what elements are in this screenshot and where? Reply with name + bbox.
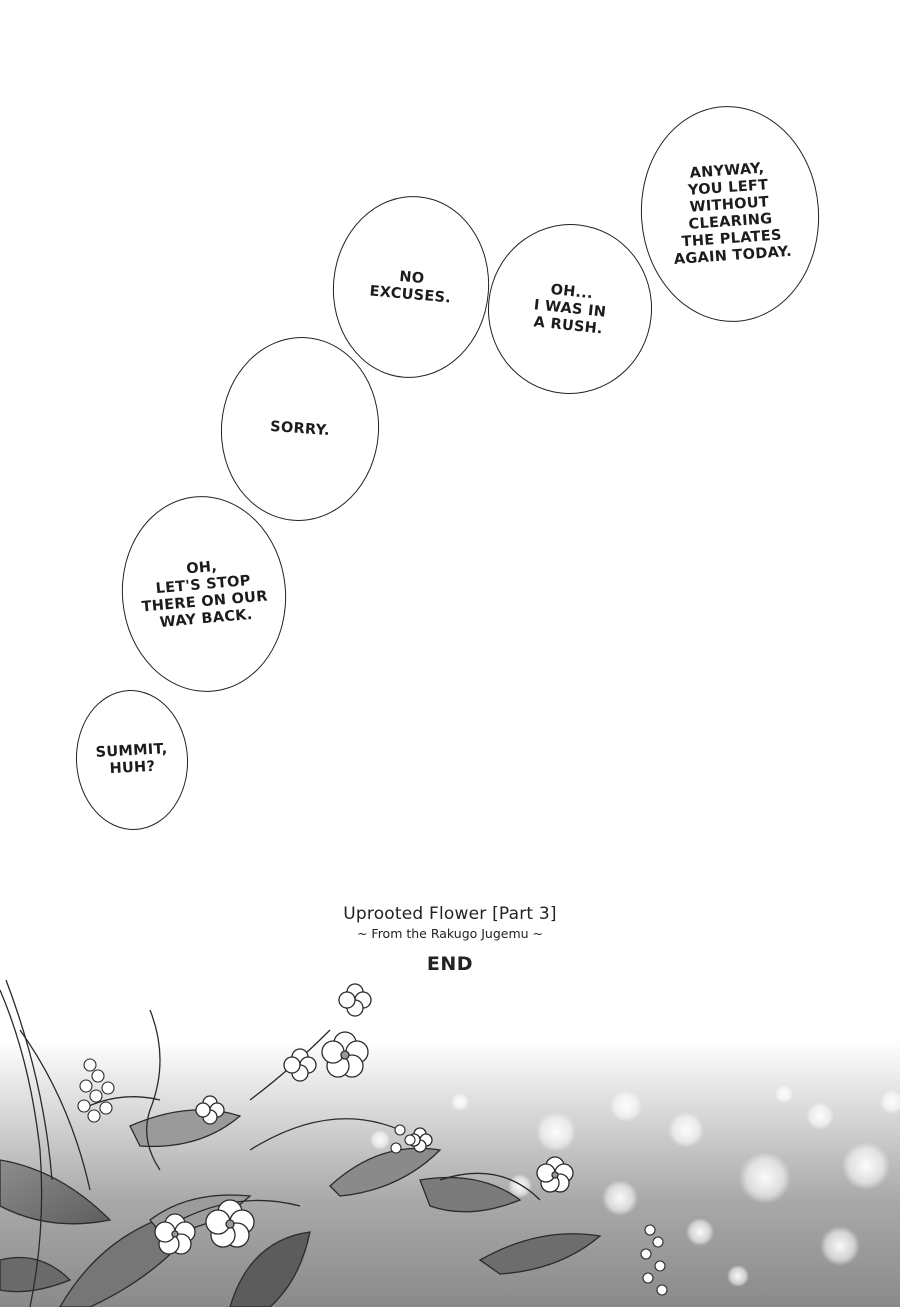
speech-bubble-summit: SUMMIT, HUH? bbox=[72, 687, 192, 833]
speech-bubble-text: OH, LET'S STOP THERE ON OUR WAY BACK. bbox=[141, 558, 269, 631]
speech-bubble-text: NO EXCUSES. bbox=[368, 268, 452, 307]
chapter-title: Uprooted Flower [Part 3] bbox=[343, 904, 557, 924]
flower-clusters bbox=[77, 1058, 668, 1296]
speech-bubble-oh-rush: OH... I WAS IN A RUSH. bbox=[479, 215, 661, 403]
flowers bbox=[154, 983, 574, 1255]
speech-bubble-anyway: ANYWAY, YOU LEFT WITHOUT CLEARING THE PL… bbox=[633, 100, 827, 328]
chapter-subtitle: ~ From the Rakugo Jugemu ~ bbox=[356, 926, 544, 941]
speech-bubble-text: ANYWAY, YOU LEFT WITHOUT CLEARING THE PL… bbox=[673, 160, 793, 269]
end-label: END bbox=[426, 953, 474, 975]
bokeh-lights bbox=[370, 1085, 900, 1287]
speech-bubble-no-excuses: NO EXCUSES. bbox=[325, 189, 497, 385]
speech-bubble-text: OH... I WAS IN A RUSH. bbox=[532, 281, 607, 337]
speech-bubble-text: SUMMIT, HUH? bbox=[95, 741, 168, 778]
flower-illustration bbox=[0, 979, 900, 1307]
speech-bubble-text: SORRY. bbox=[269, 418, 331, 439]
speech-bubble-sorry: SORRY. bbox=[214, 331, 386, 527]
speech-bubble-stop-there: OH, LET'S STOP THERE ON OUR WAY BACK. bbox=[113, 489, 295, 699]
